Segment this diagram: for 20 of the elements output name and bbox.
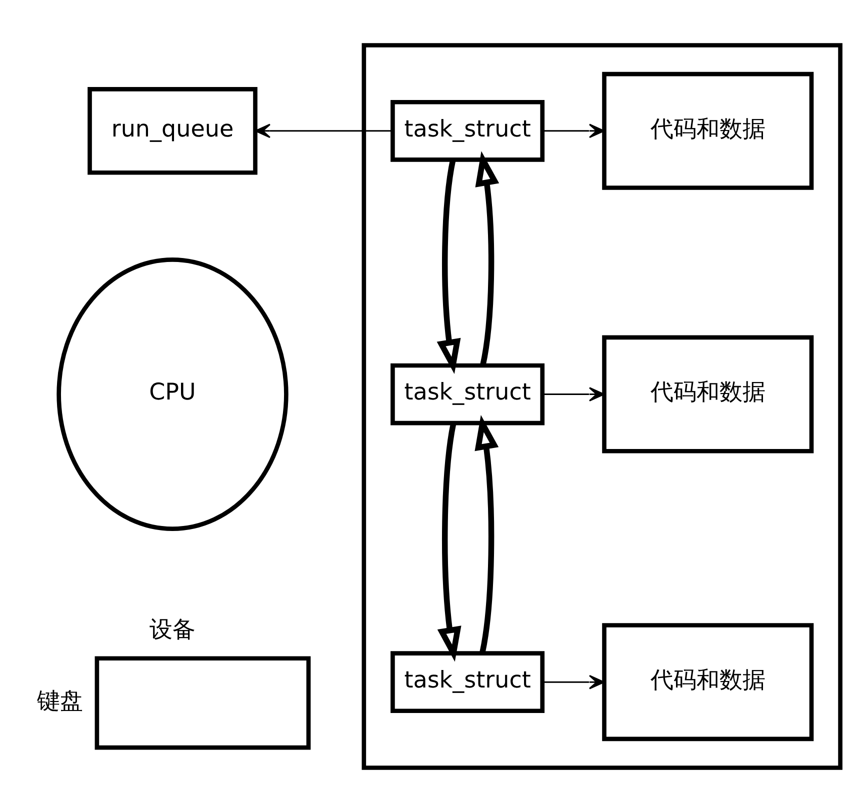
arrow — [475, 150, 500, 366]
arrow — [436, 158, 461, 374]
node-box: run_queue — [88, 86, 258, 174]
arrow — [542, 674, 605, 689]
cluster — [362, 42, 842, 770]
node-ellipse: CPU — [56, 257, 288, 530]
node-box — [94, 656, 311, 750]
node-box: task_struct — [390, 362, 545, 425]
node-box: 代码和数据 — [602, 334, 814, 453]
node-label: 键盘 — [37, 688, 84, 714]
arrow — [542, 386, 605, 401]
arrow — [437, 422, 462, 662]
arrow — [474, 414, 499, 654]
node-box: task_struct — [390, 650, 545, 713]
node-box: 代码和数据 — [602, 71, 814, 190]
arrow — [542, 123, 605, 138]
node-box: 代码和数据 — [602, 622, 814, 741]
arrow — [254, 123, 393, 138]
node-label: 设备 — [149, 616, 196, 643]
node-box: task_struct — [390, 99, 545, 162]
